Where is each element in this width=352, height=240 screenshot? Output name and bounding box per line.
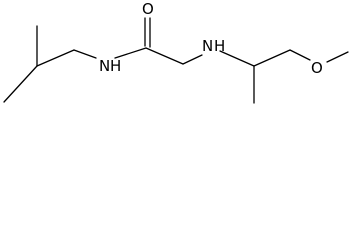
molecule-structure: N H O N H O (3, 0, 349, 104)
amine-nitrogen-label: N (202, 37, 213, 55)
bond-layer (3, 17, 349, 104)
bond-ch-to-ch2 (36, 49, 75, 67)
bond-ch-to-ch2 (253, 49, 291, 67)
amide-nitrogen-label: N (99, 57, 110, 75)
amine-hydrogen-label: H (214, 37, 225, 55)
carbonyl-oxygen-label: O (142, 0, 154, 18)
amide-hydrogen-label: H (110, 57, 121, 75)
bond-amide-n-to-carbonyl-c (114, 47, 147, 59)
bond-methyl-a-to-ch (3, 65, 38, 103)
atom-label-layer: N H O N H O (99, 0, 323, 77)
ether-oxygen-label: O (311, 59, 323, 77)
bond-ch2-to-ether-o (289, 49, 311, 61)
bond-amine-n-to-ch (219, 50, 255, 67)
bond-ch2-to-amine-n (182, 54, 203, 65)
bond-ether-o-to-methyl (326, 51, 349, 63)
bond-ch2-to-amide-n (73, 49, 97, 59)
bond-carbonyl-c-to-ch2 (145, 47, 184, 65)
